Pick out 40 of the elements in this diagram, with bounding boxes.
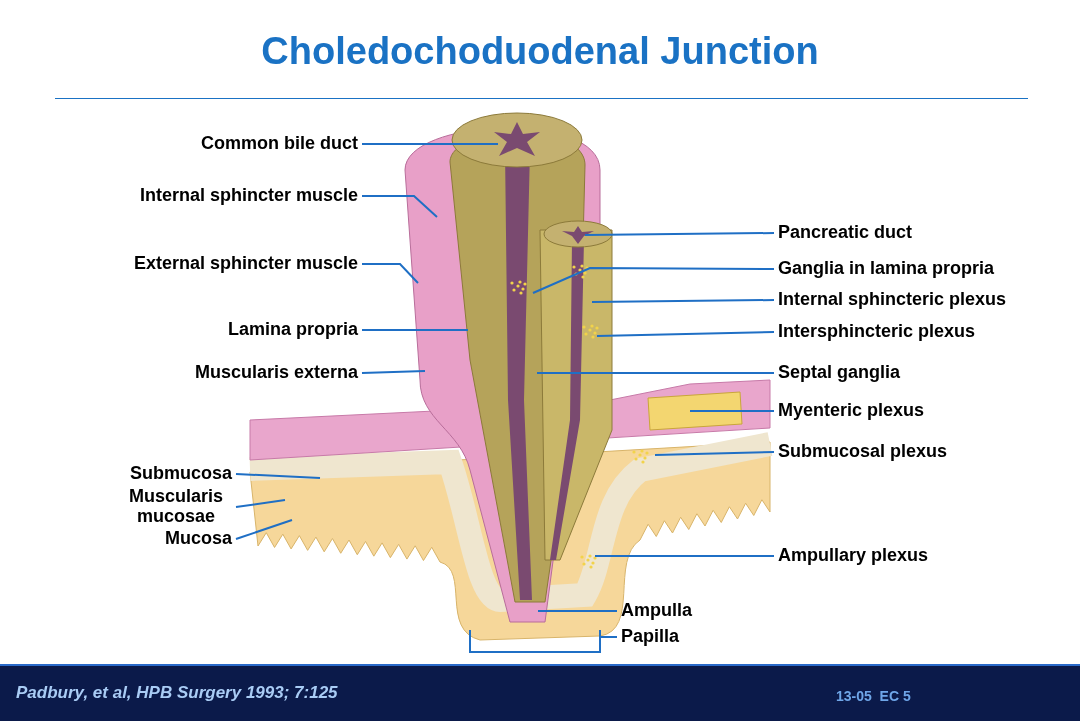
- part-label: Papilla: [617, 627, 684, 647]
- citation: Padbury, et al, HPB Surgery 1993; 7:125: [16, 682, 338, 704]
- part-label: Submucosal plexus: [774, 442, 952, 462]
- part-label: Mucosa: [160, 529, 236, 549]
- slide-number: 13-05 EC 5: [836, 687, 911, 706]
- part-label: Ganglia in lamina propria: [774, 259, 999, 279]
- leader-line: [594, 555, 775, 557]
- leader-line: [599, 636, 618, 638]
- part-label: Ampulla: [617, 601, 696, 621]
- leader-line: [596, 331, 775, 337]
- leader-line: [532, 267, 775, 294]
- part-label: Muscularis mucosae: [116, 487, 236, 527]
- part-label: Ampullary plexus: [774, 546, 933, 566]
- leader-line: [235, 473, 321, 479]
- part-label: Common bile duct: [197, 134, 362, 154]
- leader-line: [361, 263, 419, 284]
- part-label: Septal ganglia: [774, 363, 905, 383]
- part-label: Lamina propria: [223, 320, 362, 340]
- leader-line: [584, 232, 775, 236]
- leader-line: [654, 451, 775, 456]
- part-label: Muscularis externa: [190, 363, 362, 383]
- leader-line: [591, 299, 775, 303]
- title: Choledochoduodenal Junction: [261, 29, 819, 74]
- part-label: External sphincter muscle: [129, 254, 362, 274]
- leader-line: [361, 195, 438, 218]
- leader-line: [235, 519, 293, 540]
- part-label: Intersphincteric plexus: [774, 322, 980, 342]
- leader-line: [361, 370, 426, 374]
- leader-line: [361, 143, 499, 145]
- part-label: Submucosa: [125, 464, 236, 484]
- leader-line: [537, 610, 618, 612]
- part-label: Pancreatic duct: [774, 223, 917, 243]
- leader-line: [536, 372, 775, 374]
- part-label: Myenteric plexus: [774, 401, 929, 421]
- leader-line: [689, 410, 775, 412]
- part-label: Internal sphincteric plexus: [774, 290, 1011, 310]
- bracket: [469, 629, 601, 653]
- leader-line: [235, 499, 286, 508]
- part-label: Internal sphincter muscle: [135, 186, 362, 206]
- leader-line: [361, 329, 469, 331]
